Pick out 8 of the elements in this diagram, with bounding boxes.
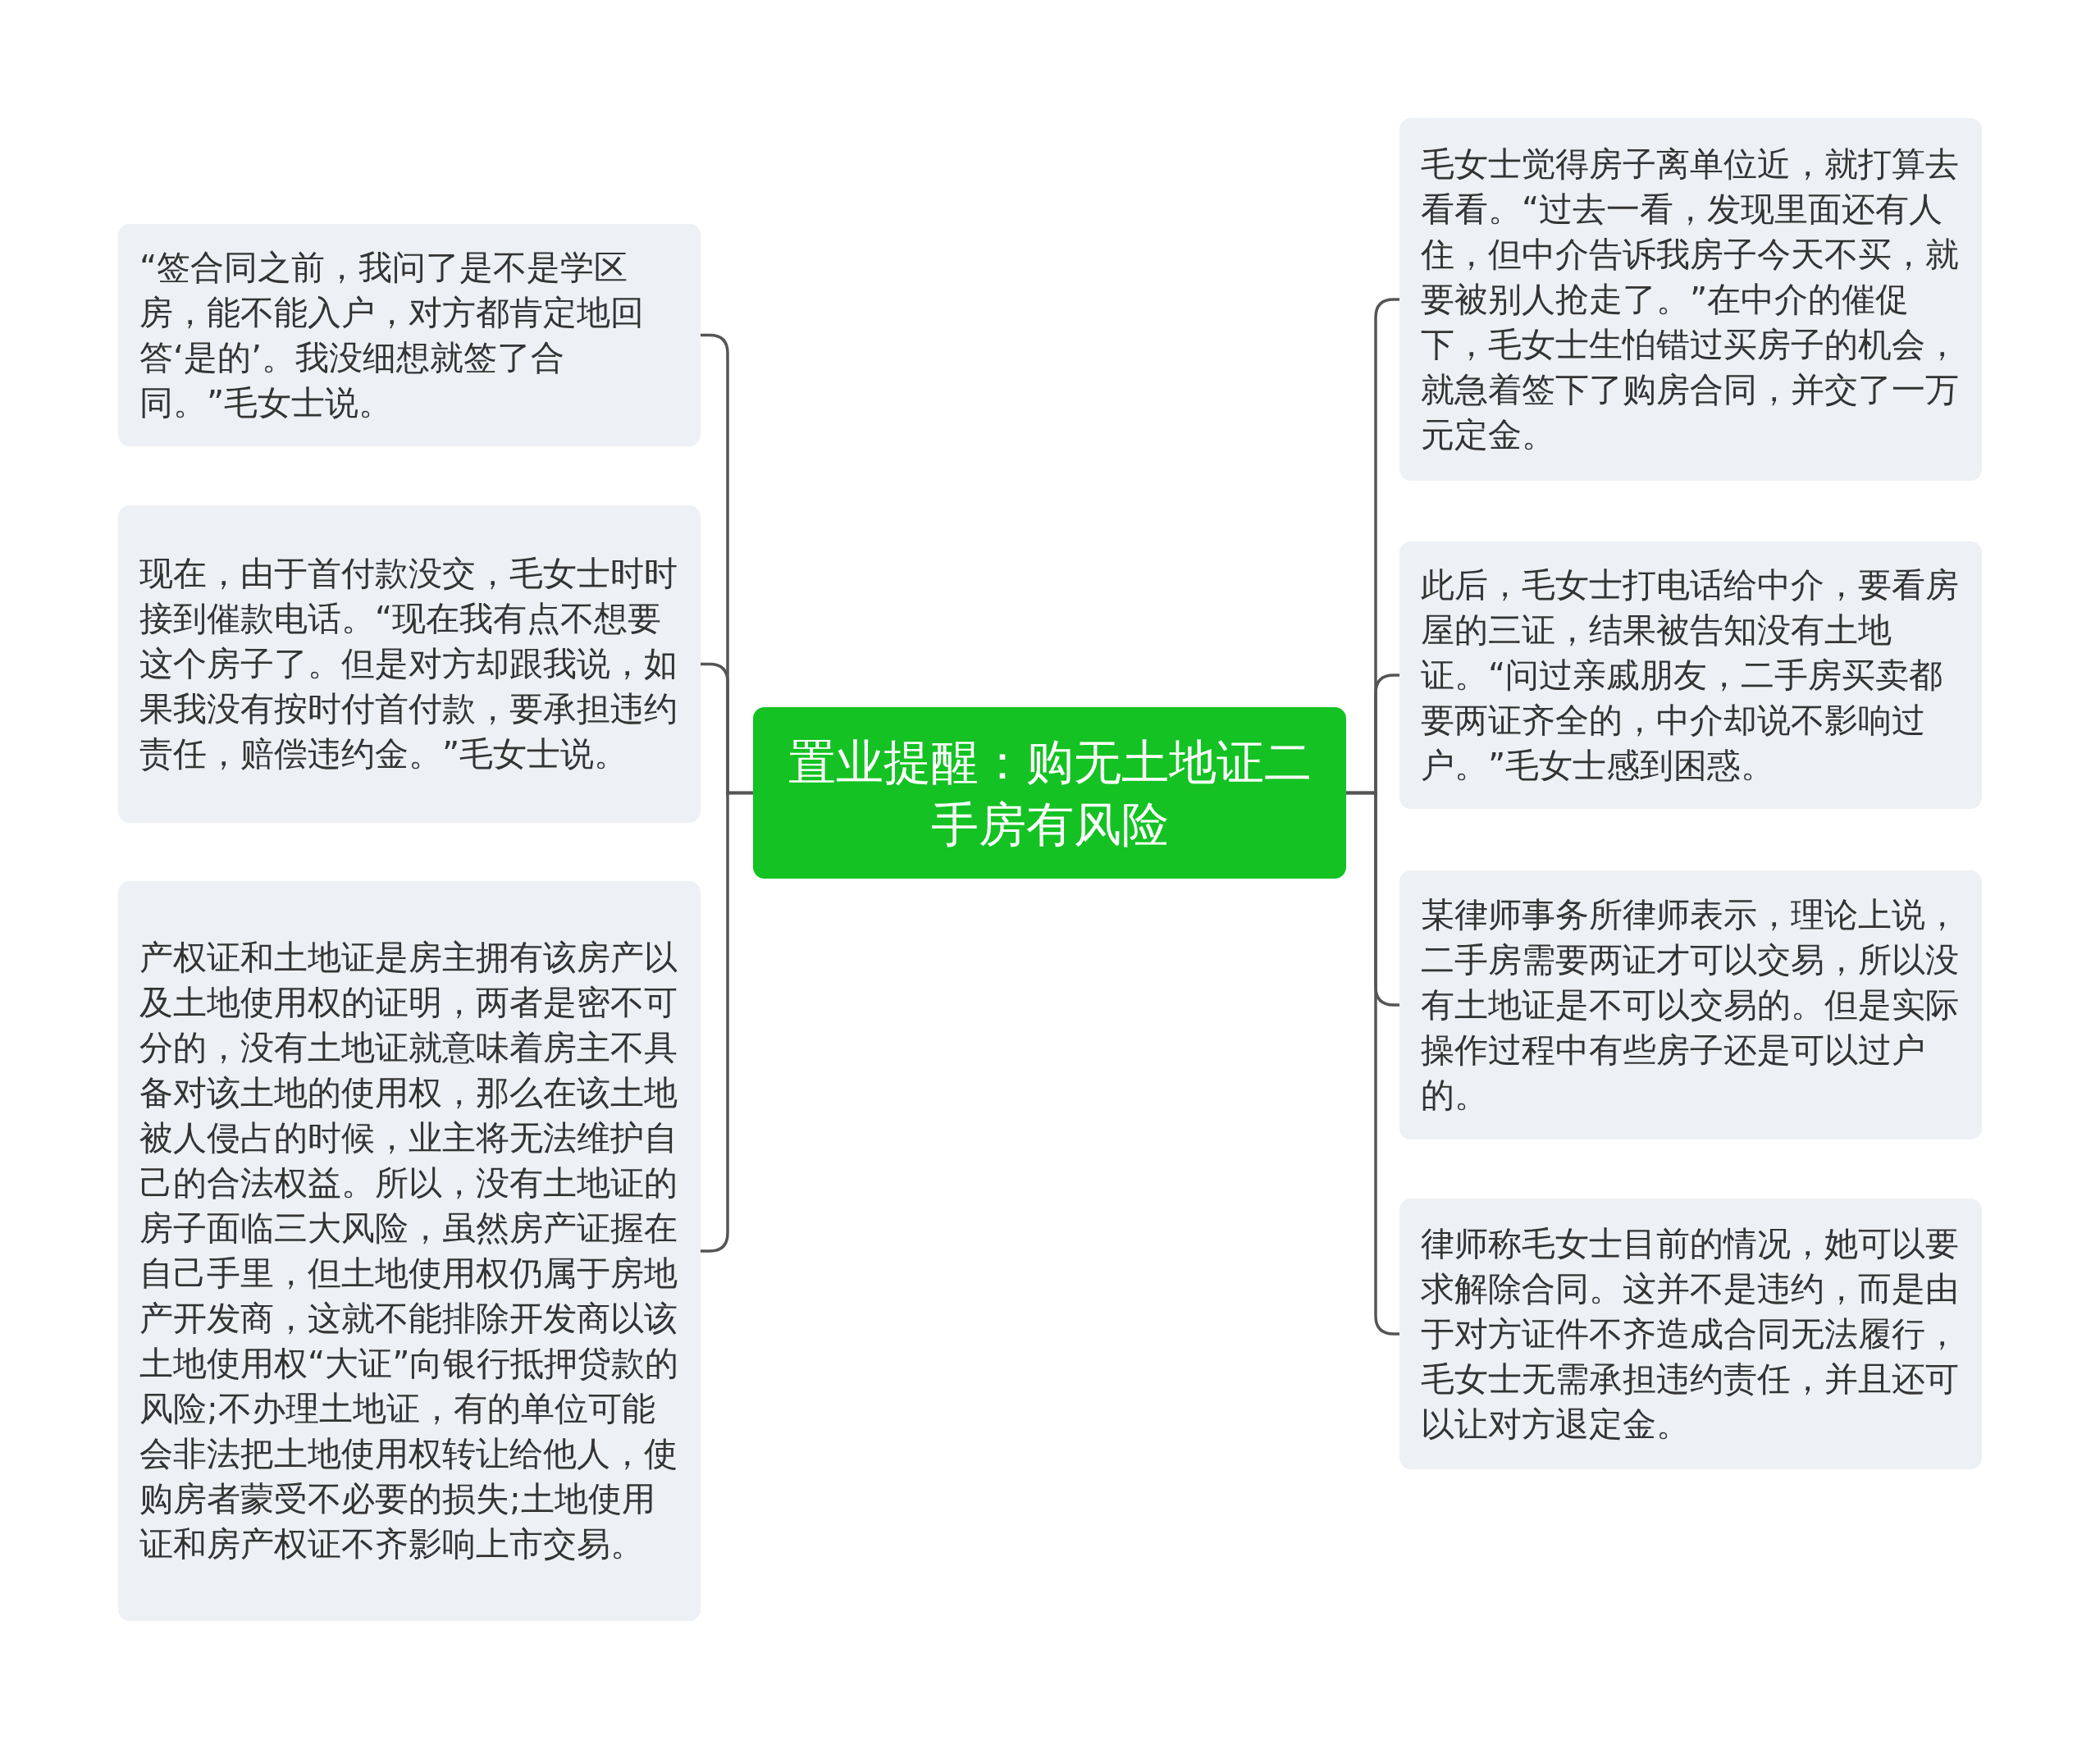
text-box: 某律师事务所律师表示，理论上说，二手房需要两证才可以交易，所以没有土地证是不可以交易的。但是实际操作过程中有些房子还是可以过户的。 — [1399, 870, 1982, 1139]
text-box: “签合同之前，我问了是不是学区房，能不能入户，对方都肯定地回答‘是的’。我没细想就签了合同。”毛女士说。 — [118, 224, 701, 446]
text-box: 现在，由于首付款没交，毛女士时时接到催款电话。“现在我有点不想要这个房子了。但是对方却跟我说，如果我没有按时付首付款，要承担违约责任，赔偿违约金。”毛女士说。 — [118, 505, 701, 823]
text-box: 产权证和土地证是房主拥有该房产以及土地使用权的证明，两者是密不可分的，没有土地证就意味着房主不具备对该土地的使用权，那么在该土地被人侵占的时候，业主将无法维护自己的合法权益。所以，没有土地证的房子面临三大风险，虽然房产证握在自己手里，但土地使用权仍属于房地产开发商，这就不能排除开发商以该土地使用权“大证”向银行抵押贷款的风险;不办理土地证，有的单位可能会非法把土地使用权转让给他人，使购房者蒙受不必要的损失;土地使用证和房产权证不齐影响上市交易。 — [118, 881, 701, 1621]
text-box: 此后，毛女士打电话给中介，要看房屋的三证，结果被告知没有土地证。“问过亲戚朋友，二手房买卖都要两证齐全的，中介却说不影响过户。”毛女士感到困惑。 — [1399, 541, 1982, 809]
text-box: 毛女士觉得房子离单位近，就打算去看看。“过去一看，发现里面还有人住，但中介告诉我房子今天不买，就要被别人抢走了。”在中介的催促下，毛女士生怕错过买房子的机会，就急着签下了购房合同，并交了一万元定金。 — [1399, 118, 1982, 481]
topic-box: 置业提醒：购无土地证二手房有风险 — [753, 707, 1346, 879]
text-box: 律师称毛女士目前的情况，她可以要求解除合同。这并不是违约，而是由于对方证件不齐造成合同无法履行，毛女士无需承担违约责任，并且还可以让对方退定金。 — [1399, 1199, 1982, 1469]
